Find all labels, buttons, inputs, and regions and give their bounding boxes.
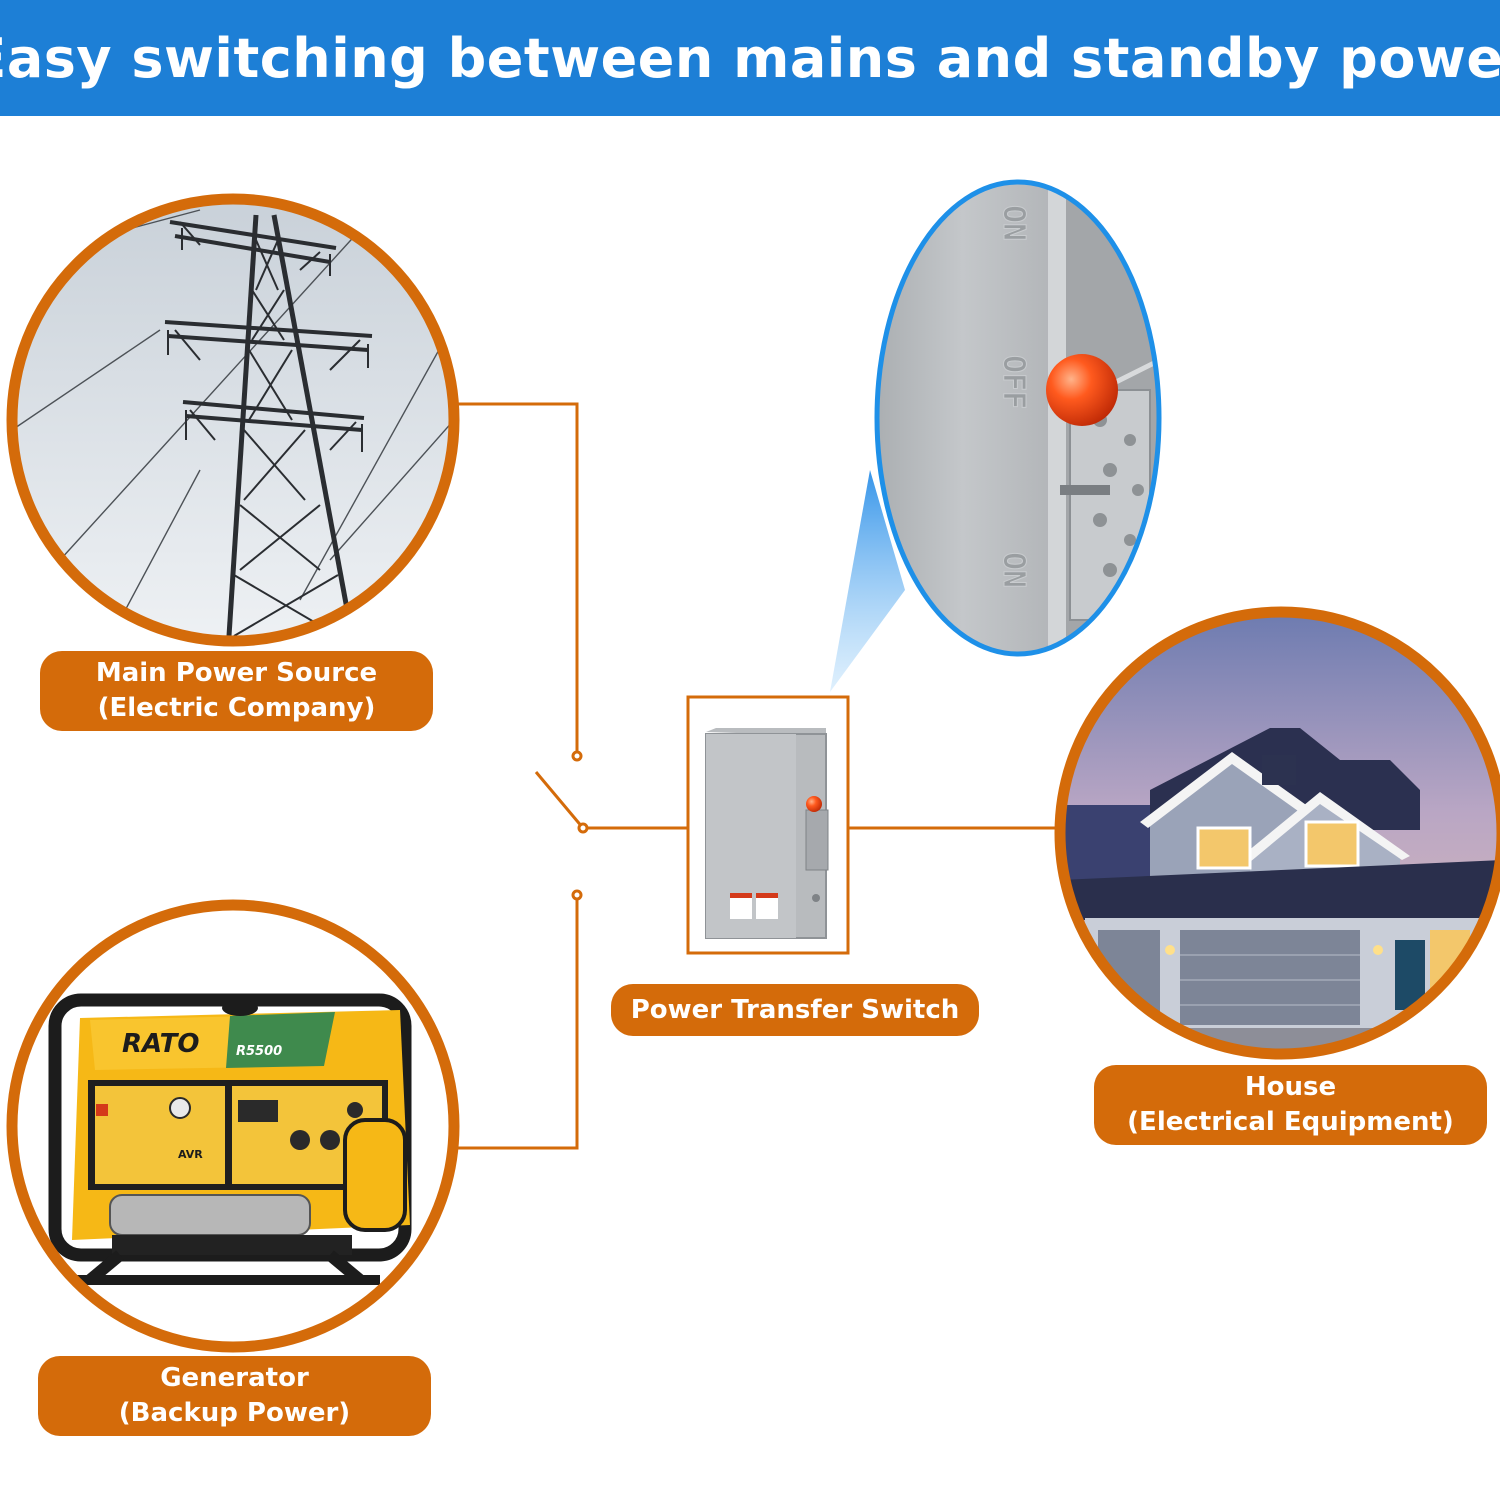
transfer-switch-label: Power Transfer Switch	[611, 984, 979, 1036]
title-banner: Easy switching between mains and standby…	[0, 0, 1500, 116]
generator-model: R5500	[236, 1044, 282, 1059]
switch-knob-icon	[1046, 354, 1118, 426]
switch-position-bottom: ON	[996, 552, 1031, 588]
wiring	[455, 402, 1060, 1150]
transmission-tower-icon	[12, 209, 454, 637]
transfer-switch-box-icon	[705, 728, 829, 939]
house-label-line1: House	[1244, 1072, 1337, 1102]
contact-generator	[571, 889, 583, 901]
transfer-switch-label-text: Power Transfer Switch	[630, 994, 960, 1025]
page-title: Easy switching between mains and standby…	[0, 26, 1500, 90]
house-icon	[1060, 728, 1500, 1054]
generator-label: Generator (Backup Power)	[38, 1356, 431, 1436]
main-power-label: Main Power Source (Electric Company)	[40, 651, 433, 731]
generator-badge: AVR	[178, 1148, 203, 1161]
generator-label-line2: (Backup Power)	[118, 1398, 351, 1428]
generator-circle: RATO R5500 AVR	[6, 899, 460, 1353]
main-power-wire	[455, 402, 579, 755]
generator-brand: RATO	[122, 1029, 200, 1059]
generator-label-line1: Generator	[160, 1363, 309, 1393]
main-power-label-line1: Main Power Source	[95, 658, 378, 688]
contact-main	[571, 750, 583, 762]
switch-zoom-detail: ON OFF ON	[874, 179, 1162, 657]
switch-position-top: ON	[996, 205, 1031, 241]
house-circle	[1054, 606, 1500, 1060]
house-label: House (Electrical Equipment)	[1094, 1065, 1487, 1145]
transfer-switch	[686, 695, 850, 955]
generator-wire	[455, 895, 579, 1150]
switch-position-middle: OFF	[996, 355, 1031, 409]
switch-contacts	[571, 750, 589, 901]
contact-common	[577, 822, 589, 834]
switch-blade	[534, 771, 585, 829]
house-label-line2: (Electrical Equipment)	[1127, 1107, 1454, 1137]
main-power-label-line2: (Electric Company)	[97, 693, 376, 723]
zoom-beam	[830, 470, 905, 692]
generator-icon: RATO R5500 AVR	[48, 993, 412, 1285]
main-power-circle	[6, 193, 460, 647]
